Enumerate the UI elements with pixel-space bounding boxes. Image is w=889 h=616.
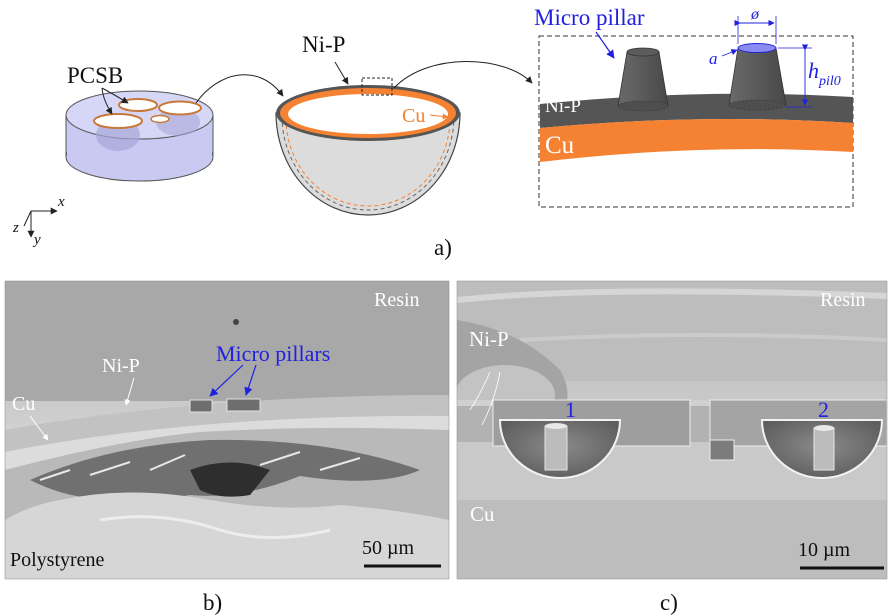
h-base: h [808,58,819,83]
pillar-1 [544,425,568,471]
phi-label: ø [750,6,760,23]
axis-x-label: x [57,194,65,210]
nip-layer-label: Ni-P [545,96,581,117]
pillar-2 [813,427,835,471]
micro-pillar-arrow [595,31,615,59]
nip-arrow [334,61,349,85]
nip-label-b: Ni-P [102,355,140,377]
micro-pillars-arrow-1 [209,364,244,397]
polystyrene-label: Polystyrene [10,549,105,571]
cu-arrow [429,113,449,120]
resin-label-c: Resin [820,289,866,311]
panel-b-label: b) [203,590,222,615]
micro-pillars-arrow-2 [244,364,257,396]
pit-2-label: 2 [818,397,829,422]
a-arrow [721,49,738,57]
micro-pillars-label-b: Micro pillars [216,341,330,366]
cu-label-hemisphere: Cu [402,105,425,127]
pcsb-disc [65,90,214,182]
pcsb-arrow-1 [101,87,113,115]
pit-1-label: 1 [565,397,576,422]
hemisphere [275,77,461,216]
nip-arrow-b [124,377,135,406]
pcsb-arrow-2 [101,87,129,104]
nip-label-c: Ni-P [469,327,509,351]
panel-a-label: a) [434,235,452,260]
resin-label-b: Resin [374,289,420,311]
panel-c: Ni-P Resin 1 2 Cu 10 µm c) [456,280,888,615]
axis-y-label: y [32,232,41,248]
h-sub: pil0 [818,74,841,89]
a-label: a [709,49,718,68]
panel-a: PCSB Ni-P Cu [12,5,854,260]
cu-label-b: Cu [12,393,35,415]
axes-triad [23,207,58,238]
cu-label-c: Cu [470,502,495,526]
link-arrow-1 [195,74,284,104]
trench-2 [226,398,261,412]
pillar-inset [538,16,854,208]
zoom-box [361,77,393,96]
axis-z-label: z [12,220,19,236]
micro-pillar-label: Micro pillar [534,5,645,30]
panel-c-label: c) [660,590,678,615]
cu-arrow-b [29,415,49,441]
pcsb-label: PCSB [67,63,123,88]
cu-layer-label: Cu [545,132,575,159]
link-arrow-2 [393,61,533,89]
nip-label-hemisphere: Ni-P [302,32,345,57]
scale-label-c: 10 µm [798,539,851,561]
scale-label-b: 50 µm [362,537,415,559]
h-label: hpil0 [808,58,841,89]
trench-1 [189,399,213,413]
panel-b: Resin Ni-P Cu Micro pillars Polystyrene … [4,280,450,615]
